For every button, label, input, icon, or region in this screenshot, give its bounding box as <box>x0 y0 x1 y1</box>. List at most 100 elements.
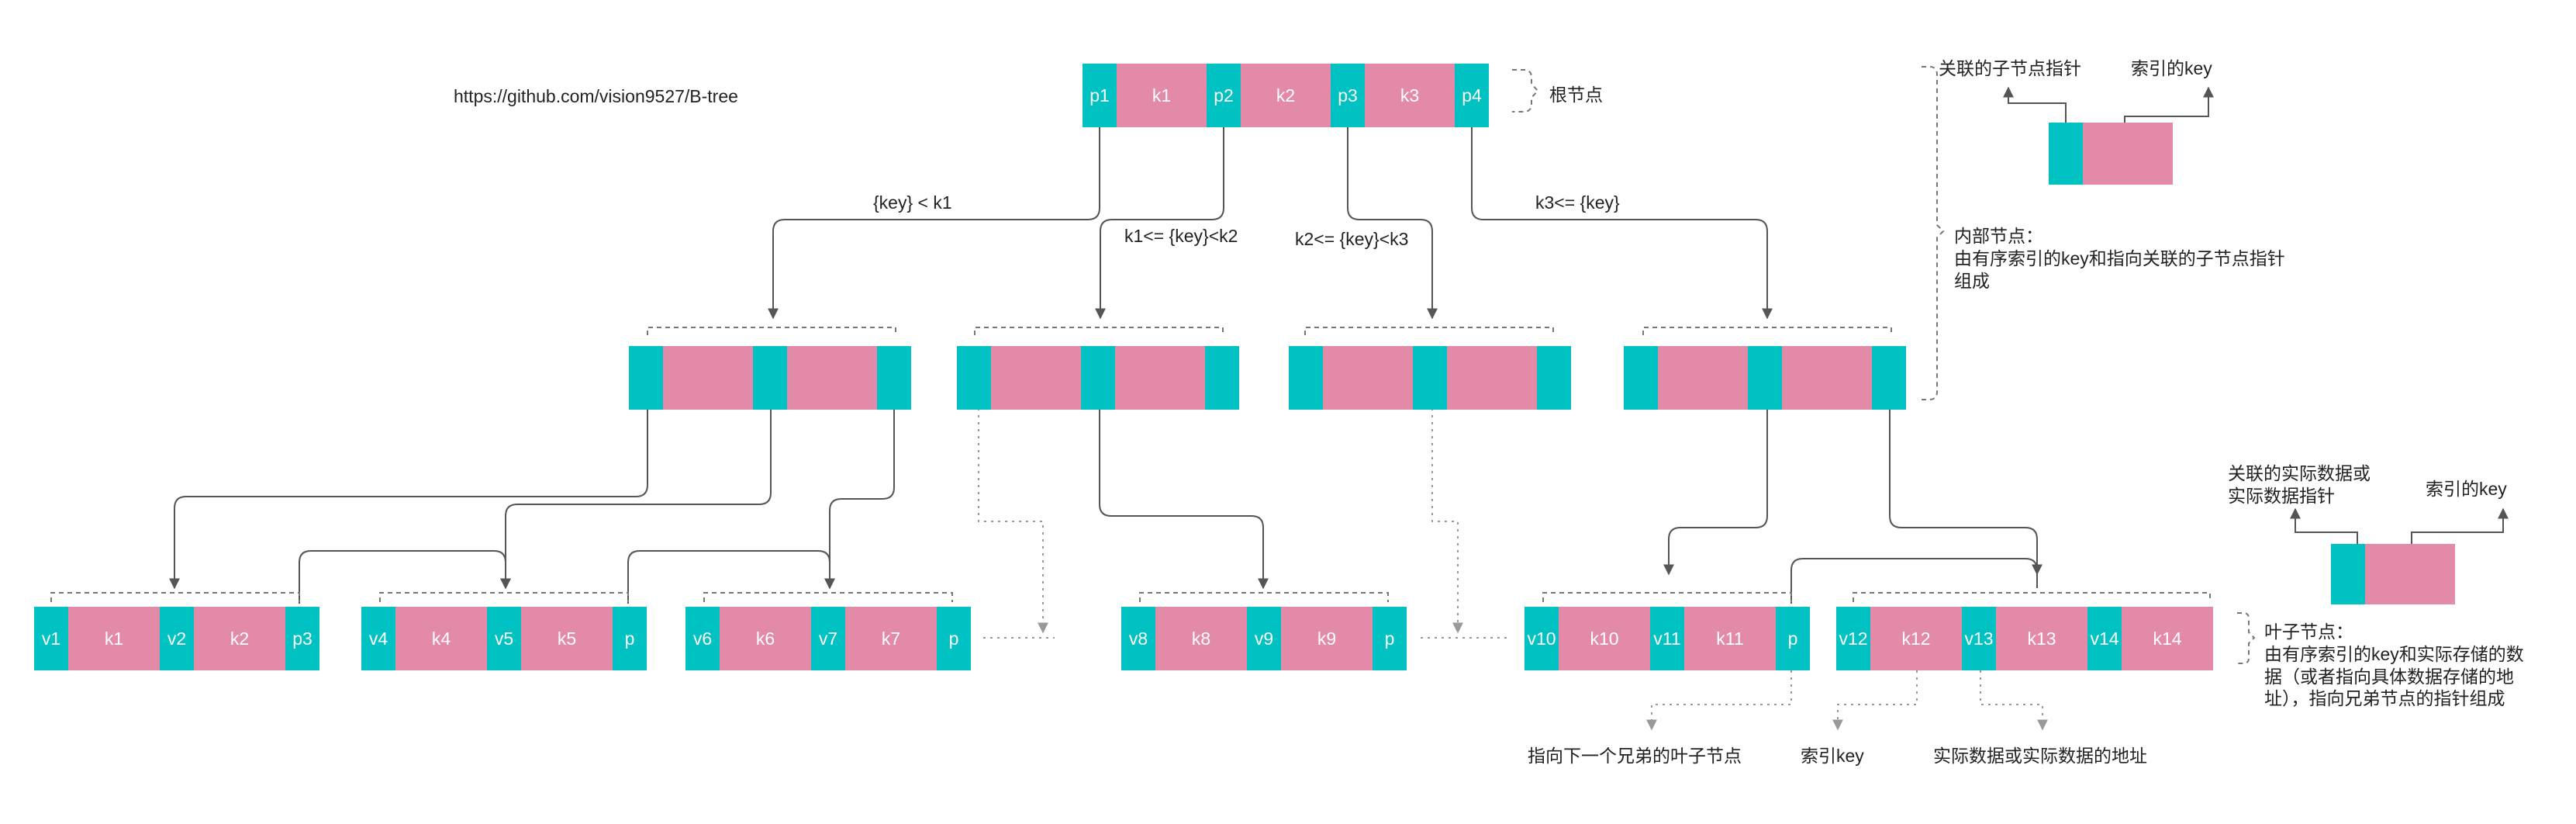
internal-ptr <box>629 346 663 410</box>
leaf-value-cell: v7 <box>811 607 845 670</box>
leaf-value-cell: v6 <box>685 607 720 670</box>
edge-i1-c <box>824 408 895 590</box>
legend-leaf-index-key: 索引的key <box>2426 479 2507 499</box>
root-cell-p3: p3 <box>1331 64 1365 127</box>
leaf-key-cell: k8 <box>1155 607 1247 670</box>
leaf-value-cell: v10 <box>1525 607 1559 670</box>
leaf-side-bracket <box>2237 612 2256 664</box>
leaf-key-cell: k4 <box>395 607 487 670</box>
root-edges <box>768 123 1773 320</box>
legend-leaf-data-pointer: 关联的实际数据或 实际数据指针 <box>2228 462 2371 507</box>
legend-internal-desc-line2: 组成 <box>1954 270 1990 291</box>
edge-p3 <box>1347 123 1438 320</box>
sibling-5-6 <box>1790 558 2038 604</box>
side-brackets <box>1512 66 2256 664</box>
legend-internal-sample <box>2049 123 2173 185</box>
root-cell-k3: k3 <box>1365 64 1455 127</box>
dotted-actual-data <box>1980 670 2048 731</box>
legend-leaf-key <box>2365 544 2455 604</box>
legend-internal-arrow-right <box>2124 86 2214 123</box>
leaf-value-cell: v5 <box>487 607 521 670</box>
internal-ptr <box>753 346 787 410</box>
internal-key <box>1782 346 1872 410</box>
leaf-key-cell: k1 <box>68 607 160 670</box>
leaf-next-pointer: p <box>1776 607 1810 670</box>
label-next-leaf: 指向下一个兄弟的叶子节点 <box>1528 746 1742 766</box>
legend-internal-description: 内部节点： 由有序索引的key和指向关联的子节点指针 组成 <box>1954 225 2285 292</box>
internal-node-4 <box>1624 346 1906 410</box>
leaf-value-cell: v9 <box>1247 607 1281 670</box>
edge-p1 <box>768 123 1100 320</box>
internal-ptr <box>1624 346 1658 410</box>
internal-key <box>1323 346 1413 410</box>
leaf-node-1: v1 k1 v2 k2 p3 <box>34 607 319 670</box>
leaf-key-cell: k14 <box>2122 607 2213 670</box>
legend-internal-key <box>2083 123 2173 185</box>
legend-arrows <box>2003 86 2509 544</box>
leaf-value-cell: v2 <box>160 607 194 670</box>
legend-leaf-arrow-left <box>2290 507 2358 544</box>
leaf-key-cell: k9 <box>1281 607 1373 670</box>
leaf-value-cell: v1 <box>34 607 68 670</box>
legend-internal-ptr <box>2049 123 2083 185</box>
node-brackets <box>50 327 2211 602</box>
leaf-node-3: v6 k6 v7 k7 p <box>685 607 971 670</box>
edge-label-k1-k2: k1<= {key}<k2 <box>1124 226 1238 246</box>
leaf-key-cell: k7 <box>845 607 937 670</box>
edge-label-ge-k3: k3<= {key} <box>1535 192 1620 213</box>
legend-leaf-sample <box>2331 544 2455 604</box>
internal-node-3 <box>1289 346 1571 410</box>
legend-internal-arrow-left <box>2003 86 2067 123</box>
root-cell-p2: p2 <box>1207 64 1241 127</box>
root-cell-p4: p4 <box>1455 64 1489 127</box>
internal-ptr <box>1081 346 1115 410</box>
root-side-bracket <box>1512 69 1539 113</box>
legend-leaf-data-pointer-line2: 实际数据指针 <box>2228 485 2335 506</box>
internal-ptr <box>1413 346 1447 410</box>
root-cell-p1: p1 <box>1083 64 1117 127</box>
leaf-key-cell: k5 <box>521 607 613 670</box>
edge-p2 <box>1095 123 1224 320</box>
leaf-key-cell: k11 <box>1684 607 1776 670</box>
dotted-paths <box>978 408 2048 731</box>
edge-i4-b <box>1889 408 2042 576</box>
internal-key <box>1447 346 1537 410</box>
root-cell-k2: k2 <box>1241 64 1331 127</box>
internal-edges <box>169 408 2042 590</box>
sibling-1-2 <box>299 550 511 604</box>
dotted-i3 <box>1431 408 1463 634</box>
leaf-next-pointer: p <box>937 607 971 670</box>
leaf-key-cell: k13 <box>1996 607 2087 670</box>
legend-leaf-arrow-right <box>2411 507 2509 544</box>
internal-ptr <box>1289 346 1323 410</box>
label-actual-data: 实际数据或实际数据的地址 <box>1933 746 2147 766</box>
root-node: p1 k1 p2 k2 p3 k3 p4 <box>1083 64 1489 127</box>
legend-leaf-desc-line1: 由有序索引的key和实际存储的数 <box>2264 643 2524 664</box>
sibling-2-3 <box>627 550 835 604</box>
leaf-value-cell: v11 <box>1650 607 1684 670</box>
edge-p4 <box>1471 123 1773 320</box>
internal-key <box>787 346 877 410</box>
sibling-pointers <box>299 550 2038 604</box>
legend-leaf-data-pointer-line1: 关联的实际数据或 <box>2228 463 2371 483</box>
leaf-next-pointer: p <box>613 607 647 670</box>
legend-leaf-desc-title: 叶子节点： <box>2264 621 2353 642</box>
internal-ptr <box>1205 346 1239 410</box>
internal-key <box>1658 346 1748 410</box>
leaf-key-cell: k6 <box>720 607 811 670</box>
leaf-value-cell: v13 <box>1962 607 1996 670</box>
internal-ptr <box>1537 346 1571 410</box>
leaf-value-cell: v8 <box>1121 607 1155 670</box>
leaf-next-pointer: p3 <box>285 607 319 670</box>
leaf-value-cell: v4 <box>361 607 395 670</box>
edge-i1-b <box>500 408 772 590</box>
leaf-key-cell: k10 <box>1559 607 1650 670</box>
leaf-value-cell: v14 <box>2087 607 2122 670</box>
edge-label-lt-k1: {key} < k1 <box>873 192 952 213</box>
leaf-node-5: v10 k10 v11 k11 p <box>1525 607 1810 670</box>
legend-internal-desc-title: 内部节点： <box>1954 226 2043 246</box>
leaf-key-cell: k12 <box>1870 607 1962 670</box>
edge-label-k2-k3: k2<= {key}<k3 <box>1295 229 1409 249</box>
